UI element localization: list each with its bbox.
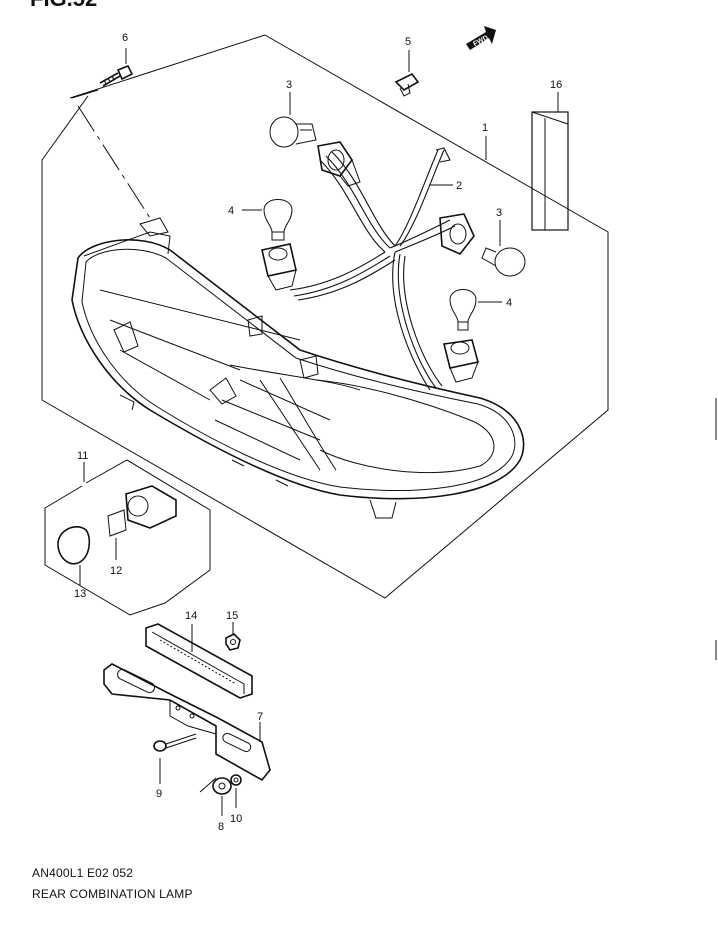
clip-5-icon	[394, 50, 420, 97]
callout-16: 16	[550, 79, 562, 91]
socket-upper-left-icon	[261, 243, 297, 291]
callout-7: 7	[257, 711, 263, 723]
diagram-code: AN400L1 E02 052	[32, 866, 134, 880]
nut-15-icon	[225, 622, 241, 651]
callout-2: 2	[456, 180, 462, 192]
screw-6-icon	[99, 48, 134, 87]
socket-right-icon	[439, 213, 475, 255]
reflector-14-icon	[145, 623, 253, 699]
screw-9-icon	[153, 733, 197, 784]
callout-8: 8	[218, 821, 224, 833]
socket-lower-right-icon	[443, 339, 479, 383]
figure-label: FIG.52	[30, 0, 97, 11]
bulb-3-upper-icon	[269, 92, 317, 148]
callout-9: 9	[156, 788, 162, 800]
svg-text:FWD: FWD	[472, 34, 489, 48]
fwd-arrow-icon: FWD	[466, 26, 496, 50]
wire-harness	[289, 147, 456, 391]
callout-3-upper: 3	[286, 79, 292, 91]
lens-13-icon	[57, 526, 91, 586]
callout-4-upper: 4	[228, 205, 234, 217]
lamp-housing	[71, 217, 525, 519]
callout-14: 14	[185, 610, 197, 622]
callout-3-right: 3	[496, 207, 502, 219]
callout-5: 5	[405, 36, 411, 48]
bracket-7-icon	[103, 663, 271, 782]
assembly-frame	[41, 34, 609, 599]
bulb-4-right-icon	[449, 289, 502, 331]
callout-10: 10	[230, 813, 242, 825]
washer-8-icon	[199, 777, 232, 816]
callout-12: 12	[110, 565, 122, 577]
callout-6: 6	[122, 32, 128, 44]
callout-15: 15	[226, 610, 238, 622]
nut-10-icon	[230, 774, 242, 808]
callout-4-right: 4	[506, 297, 512, 309]
callout-11: 11	[77, 450, 88, 462]
bulb-kit-frame	[44, 459, 211, 616]
diagram-title: REAR COMBINATION LAMP	[32, 887, 193, 901]
bulb-3-right-icon	[481, 220, 526, 277]
socket-upper-icon	[317, 141, 361, 187]
socket-12-icon	[107, 485, 177, 560]
bulb-4-upper-icon	[242, 199, 293, 241]
callout-13: 13	[74, 588, 86, 600]
callout-1: 1	[482, 122, 488, 134]
pad-16-icon	[531, 92, 569, 231]
